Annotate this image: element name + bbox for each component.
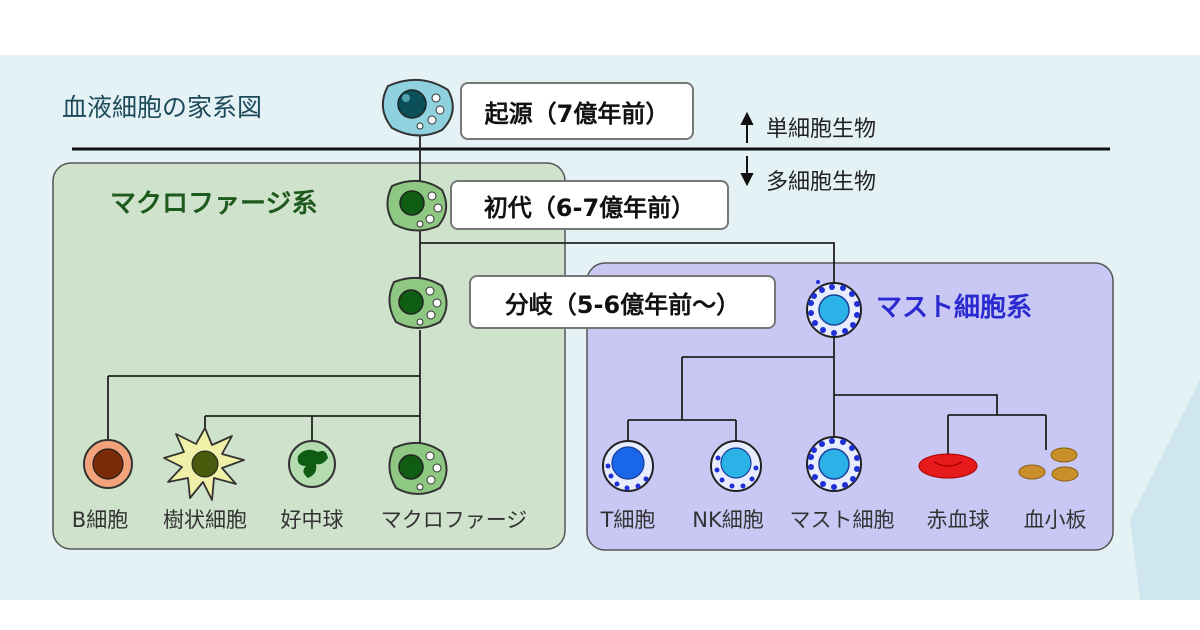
cell-label-t-cell: T細胞: [600, 508, 656, 532]
stage-origin-box: 起源（7億年前）: [460, 82, 694, 140]
cell-label-mast-cell: マスト細胞: [789, 508, 895, 532]
origin-cell-icon: [381, 78, 454, 137]
red-blood-cell-icon: [918, 453, 978, 479]
cell-label-b-cell: B細胞: [71, 508, 129, 532]
cell-label-macrophage: マクロファージ: [380, 508, 528, 532]
cell-label-dendritic: 樹状細胞: [163, 508, 247, 532]
b-cell-icon: [83, 439, 133, 489]
nk-cell-icon: [710, 440, 762, 492]
macrophage-cell-icon: [388, 441, 448, 495]
era-unicellular-label: 単細胞生物: [766, 117, 877, 142]
cell-label-platelet: 血小板: [1023, 508, 1087, 532]
lineage-lines: [107, 130, 1047, 455]
stage-branch-box: 分岐（5-6億年前〜）: [469, 275, 776, 329]
neutrophil-icon: [288, 440, 336, 488]
cell-label-neutrophil: 好中球: [280, 508, 344, 532]
macrophage-group-label: マクロファージ系: [110, 189, 318, 219]
t-cell-icon: [602, 440, 654, 492]
diagram-title: 血液細胞の家系図: [62, 93, 263, 122]
first-generation-cell-icon: [386, 179, 448, 232]
mast-progenitor-cell-icon: [806, 280, 862, 338]
era-multicellular-label: 多細胞生物: [766, 170, 877, 195]
cell-label-rbc: 赤血球: [926, 508, 990, 532]
mast-group-label: マスト細胞系: [876, 293, 1033, 323]
platelet-icon: [1018, 447, 1079, 482]
era-arrows: [740, 111, 754, 187]
cell-label-nk-cell: NK細胞: [692, 508, 764, 532]
stage-first-box: 初代（6-7億年前）: [450, 180, 729, 230]
dendritic-cell-icon: [163, 427, 245, 501]
branch-cell-icon: [388, 276, 448, 329]
mast-cell-icon: [806, 436, 862, 492]
background-curl: [1130, 380, 1200, 600]
